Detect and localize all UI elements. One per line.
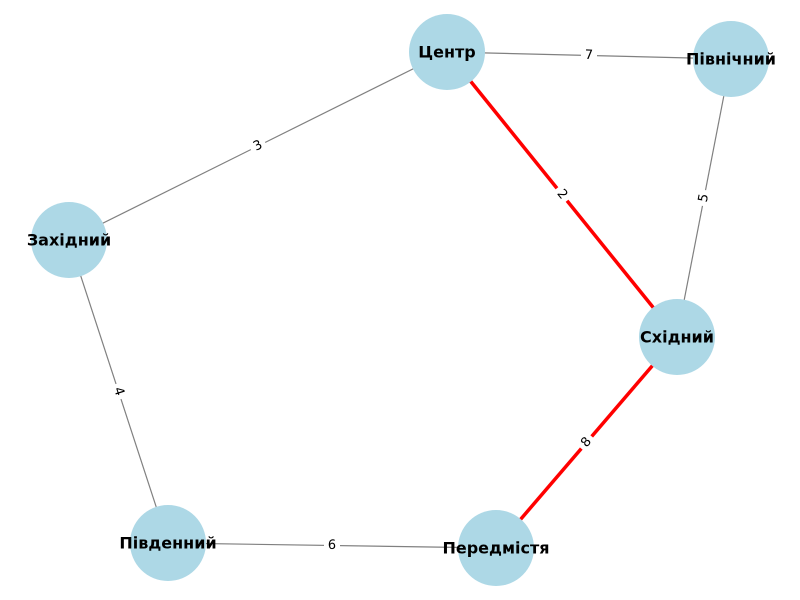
edge-weight-text: 5: [696, 193, 712, 204]
edge-weight-background: [574, 430, 599, 455]
edge-weight-text: 6: [328, 538, 337, 553]
edge-weight-background: [693, 188, 715, 208]
node-south: Південний: [119, 505, 217, 581]
node-label: Західний: [27, 231, 111, 250]
node-circle: [639, 299, 715, 375]
edge-weight-background: [246, 134, 270, 158]
edge-weight-label: 4: [107, 381, 130, 402]
edge-weight-label: 7: [580, 46, 598, 65]
edge-weight-background: [580, 46, 598, 65]
node-label: Північний: [686, 50, 776, 69]
node-circle: [130, 505, 206, 581]
node-label: Південний: [119, 534, 216, 553]
edge-weight-text: 7: [585, 48, 594, 63]
node-suburb: Передмістя: [442, 510, 550, 586]
edge-weight-background: [549, 182, 575, 207]
node-label: Передмістя: [442, 539, 549, 558]
edge-weight-label: 6: [323, 536, 341, 555]
edges-layer: [68, 50, 732, 550]
node-circle: [693, 21, 769, 97]
node-circle: [458, 510, 534, 586]
node-circle: [409, 14, 485, 90]
edge-labels-layer: 7 3 2 5 4 6 8: [107, 46, 715, 555]
node-label: Центр: [418, 43, 475, 62]
edge-weight-background: [107, 381, 130, 402]
node-label: Східний: [640, 328, 714, 347]
edge-weight-label: 3: [246, 134, 270, 158]
node-east: Східний: [639, 299, 715, 375]
node-west: Західний: [27, 202, 111, 278]
edge-weight-label: 5: [693, 188, 715, 208]
node-north: Північний: [686, 21, 776, 97]
node-circle: [31, 202, 107, 278]
edge-weight-background: [323, 536, 341, 555]
edge-weight-label: 8: [574, 430, 599, 455]
node-center: Центр: [409, 14, 485, 90]
edge-weight-label: 2: [549, 182, 575, 207]
